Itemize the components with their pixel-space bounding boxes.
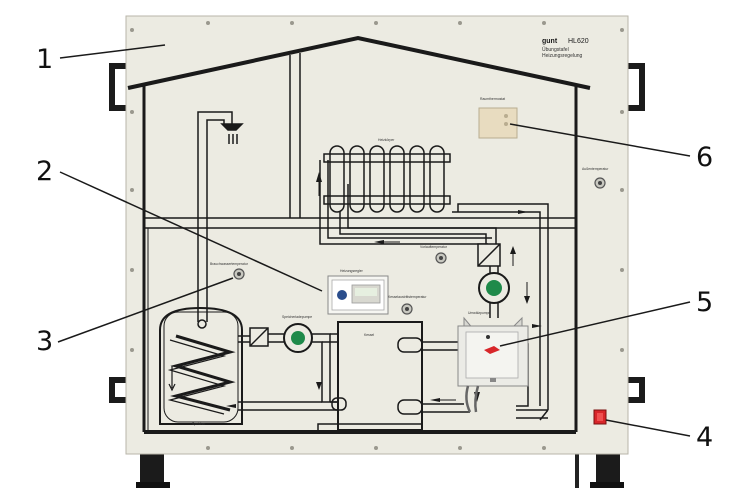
callout-5: 5 — [696, 287, 714, 318]
label-kessel: Kessel — [364, 333, 374, 337]
storage-pump — [283, 323, 313, 353]
callout-4: 4 — [696, 422, 714, 453]
circulation-pump — [478, 272, 510, 304]
heating-controller — [327, 275, 389, 315]
callout-2: 2 — [36, 156, 54, 187]
mixing-valve — [477, 243, 501, 267]
brand-logo: gunt — [542, 38, 558, 45]
label-umwaelzpumpe: Umwälzpumpe — [468, 311, 491, 315]
label-heizkoerper: Heizkörper — [378, 138, 395, 142]
stand-foot-left — [136, 482, 170, 488]
panel-board — [125, 15, 629, 455]
brand-title-line2: Heizungsregelung — [542, 53, 583, 59]
label-vorlauftemperatur: Vorlauftemperatur — [420, 245, 448, 249]
callout-6: 6 — [696, 142, 714, 173]
temperature-sensors — [233, 177, 606, 315]
handle-bottom-right — [628, 377, 645, 403]
radiator — [323, 145, 451, 213]
handle-bottom-left — [109, 377, 126, 403]
brand-title-line1: Übungstafel — [542, 46, 569, 53]
storage-charging-pipes — [238, 327, 338, 411]
callout-leaders — [57, 44, 691, 437]
stand-foot-right — [590, 482, 624, 488]
label-brauchwassertemperatur: Brauchwassertemperatur — [210, 262, 249, 266]
label-heizungsregler: Heizungsregler — [340, 269, 364, 273]
handle-top-right — [628, 63, 645, 111]
brand-model: HL620 — [568, 38, 589, 45]
shower-pipe — [197, 111, 244, 322]
label-kesselaustrittstemperatur: Kesselaustrittstemperatur — [388, 295, 427, 299]
label-speicherladepumpe: Speicherladepumpe — [282, 315, 312, 319]
panel-screws — [130, 21, 624, 450]
callout-1: 1 — [36, 44, 54, 75]
actuator-unit — [457, 316, 529, 413]
callout-3: 3 — [36, 326, 54, 357]
storage-tank — [159, 306, 243, 425]
cable — [575, 450, 579, 488]
boiler — [317, 321, 423, 433]
label-speicher: Speicher — [192, 422, 206, 426]
handle-top-left — [109, 63, 126, 111]
label-raumthermostat: Raumthermostat — [480, 97, 505, 101]
house-outline — [127, 35, 591, 434]
label-aussentemperatur: Außentemperatur — [582, 167, 609, 171]
power-switch[interactable] — [593, 409, 607, 425]
room-thermostat — [478, 107, 518, 139]
